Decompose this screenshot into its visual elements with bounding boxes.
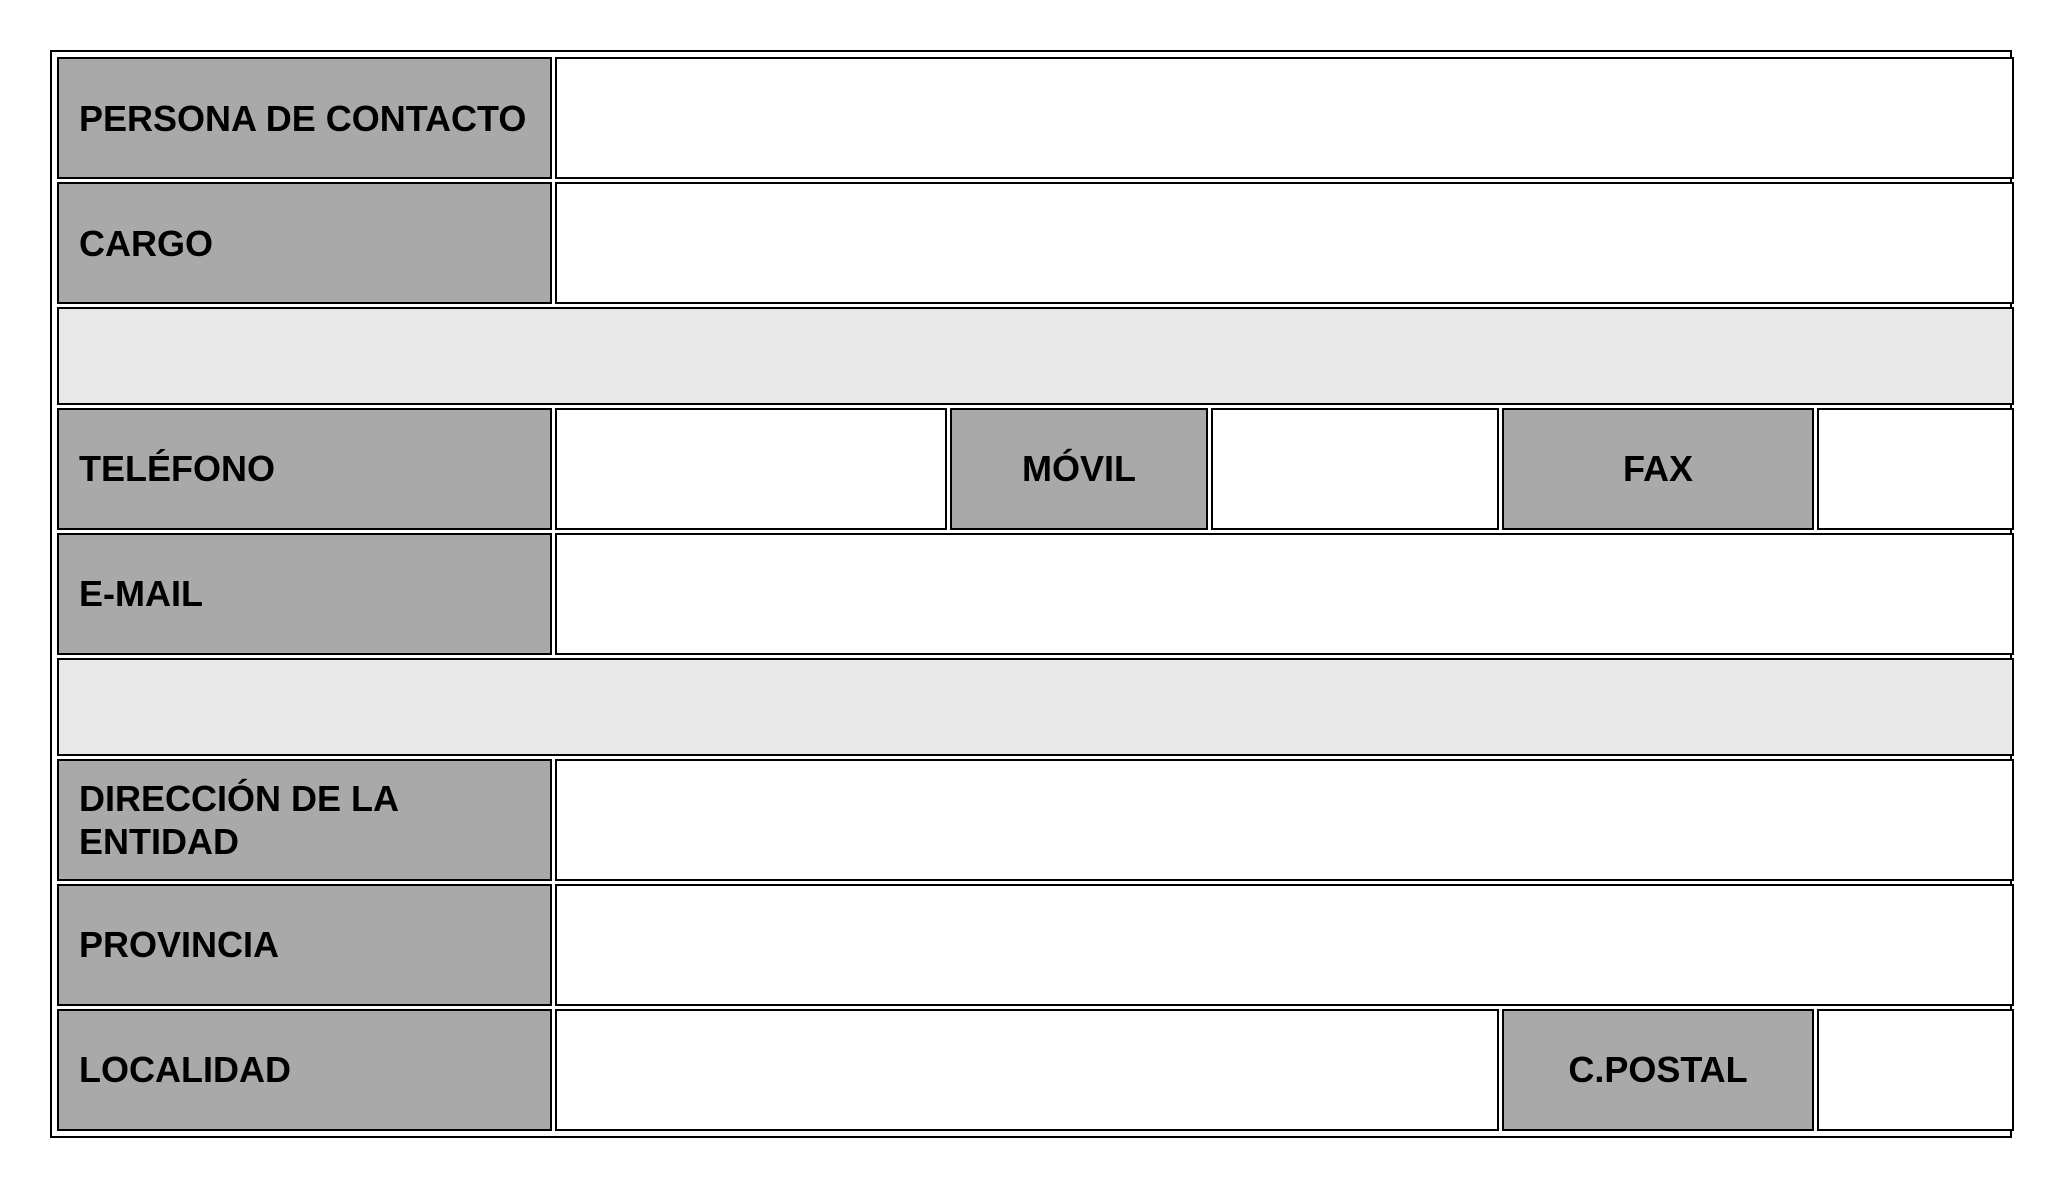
address-field[interactable]: [555, 758, 2014, 881]
fax-label: FAX: [1502, 407, 1814, 530]
position-label: CARGO: [57, 182, 552, 305]
locality-label: LOCALIDAD: [57, 1008, 552, 1131]
contact-person-label: PERSONA DE CONTACTO: [57, 57, 552, 180]
address-row: DIRECCIÓN DE LA ENTIDAD: [57, 758, 2014, 881]
contact-form-table: PERSONA DE CONTACTO CARGO TELÉFONO MÓVIL…: [54, 54, 2017, 1134]
fax-field[interactable]: [1817, 407, 2014, 530]
postal-code-field[interactable]: [1817, 1008, 2014, 1131]
contact-person-row: PERSONA DE CONTACTO: [57, 57, 2014, 180]
separator-row-2: [57, 657, 2014, 756]
separator-band: [57, 657, 2014, 756]
position-row: CARGO: [57, 182, 2014, 305]
locality-field[interactable]: [555, 1008, 1499, 1131]
mobile-label: MÓVIL: [950, 407, 1208, 530]
province-label: PROVINCIA: [57, 883, 552, 1006]
separator-band: [57, 307, 2014, 405]
phone-field[interactable]: [555, 407, 947, 530]
contact-person-field[interactable]: [555, 57, 2014, 180]
province-row: PROVINCIA: [57, 883, 2014, 1006]
contact-form: PERSONA DE CONTACTO CARGO TELÉFONO MÓVIL…: [50, 50, 2014, 1138]
position-field[interactable]: [555, 182, 2014, 305]
mobile-field[interactable]: [1211, 407, 1499, 530]
email-field[interactable]: [555, 532, 2014, 655]
phone-label: TELÉFONO: [57, 407, 552, 530]
province-field[interactable]: [555, 883, 2014, 1006]
email-label: E-MAIL: [57, 532, 552, 655]
locality-row: LOCALIDAD C.POSTAL: [57, 1008, 2014, 1131]
email-row: E-MAIL: [57, 532, 2014, 655]
phone-row: TELÉFONO MÓVIL FAX: [57, 407, 2014, 530]
separator-row-1: [57, 307, 2014, 405]
postal-code-label: C.POSTAL: [1502, 1008, 1814, 1131]
address-label: DIRECCIÓN DE LA ENTIDAD: [57, 758, 552, 881]
